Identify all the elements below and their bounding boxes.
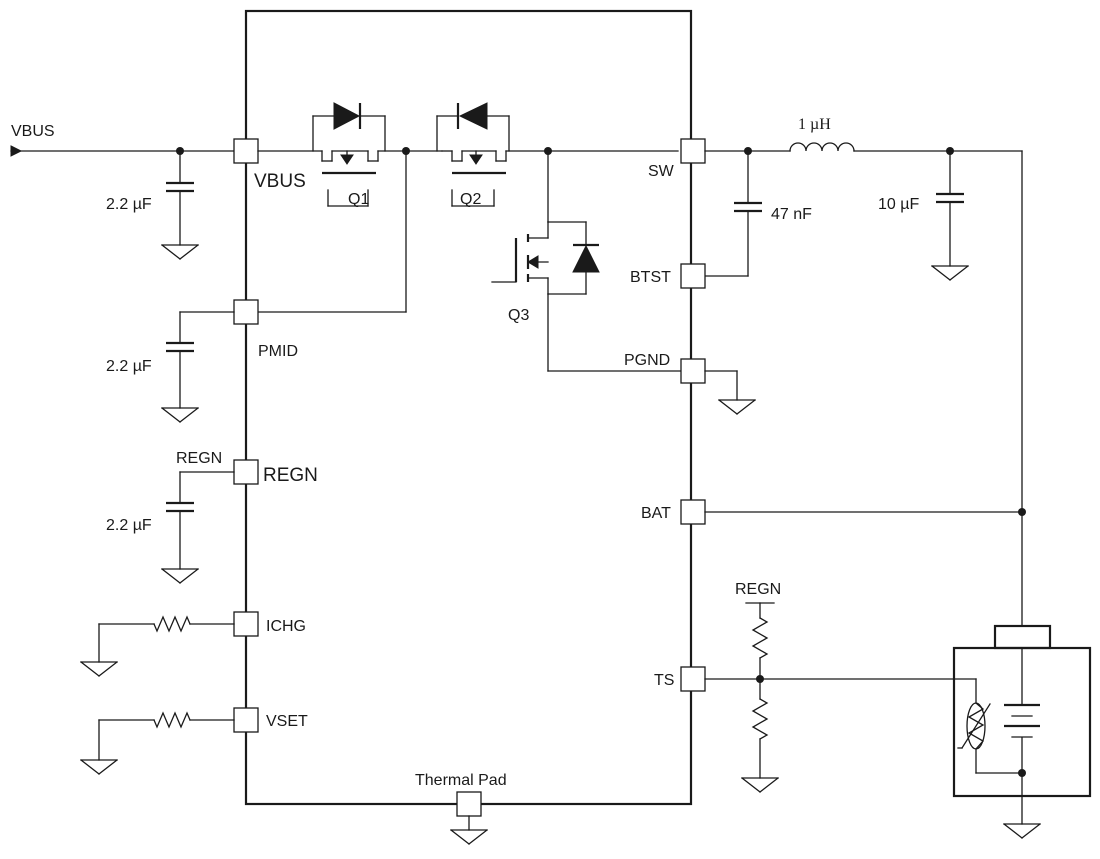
q2-label: Q2 bbox=[460, 191, 481, 208]
zigzag-resistor-icon bbox=[751, 617, 769, 659]
ground-icon bbox=[450, 829, 488, 845]
cap-regn-label: 2.2 µF bbox=[106, 517, 152, 534]
capacitor-icon bbox=[164, 181, 196, 193]
cap-btst-label: 47 nF bbox=[771, 206, 812, 223]
resistor-vset bbox=[80, 711, 235, 775]
ts-divider: REGN bbox=[735, 581, 781, 793]
pin-vset-label: VSET bbox=[266, 713, 308, 730]
pin-bat-label: BAT bbox=[641, 505, 671, 522]
ground-icon bbox=[161, 407, 199, 423]
pin-vbus bbox=[233, 138, 259, 164]
ts-regn-label: REGN bbox=[735, 581, 781, 598]
pin-bat bbox=[680, 499, 706, 525]
capacitor-vbus: 2.2 µF bbox=[106, 150, 199, 260]
pin-ichg bbox=[233, 611, 259, 637]
inductor: 1 µH bbox=[789, 116, 855, 152]
zigzag-resistor-icon bbox=[153, 615, 191, 633]
capacitor-pmid: 2.2 µF bbox=[106, 311, 235, 423]
thermistor-icon bbox=[957, 702, 991, 750]
ground-icon bbox=[741, 777, 779, 793]
diode-icon bbox=[458, 102, 488, 130]
ground-icon bbox=[931, 265, 969, 281]
zigzag-resistor-icon bbox=[751, 698, 769, 740]
pin-pgnd-label: PGND bbox=[624, 352, 670, 369]
ground-icon bbox=[1003, 823, 1041, 839]
pin-btst bbox=[680, 263, 706, 289]
pin-pgnd bbox=[680, 358, 706, 384]
junction-dot bbox=[756, 675, 764, 683]
battery-icon bbox=[1004, 703, 1040, 738]
q1-label: Q1 bbox=[348, 191, 369, 208]
cap-out-label: 10 µF bbox=[878, 196, 919, 213]
inductor-label: 1 µH bbox=[798, 116, 831, 133]
ground-icon bbox=[80, 661, 118, 677]
pin-pmid-label: PMID bbox=[258, 343, 298, 360]
ground-icon bbox=[718, 399, 756, 415]
capacitor-icon bbox=[164, 501, 196, 513]
thermal-pad-label: Thermal Pad bbox=[415, 772, 507, 789]
ground-icon bbox=[161, 244, 199, 260]
pin-pmid bbox=[233, 299, 259, 325]
capacitor-btst: 47 nF bbox=[704, 150, 812, 277]
ground-icon bbox=[161, 568, 199, 584]
junction-dot bbox=[1018, 508, 1026, 516]
pin-thermal-pad bbox=[456, 791, 482, 817]
diode-icon bbox=[572, 244, 600, 273]
cap-pmid-label: 2.2 µF bbox=[106, 358, 152, 375]
vbus-input-label: VBUS bbox=[11, 123, 55, 140]
zigzag-resistor-icon bbox=[153, 711, 191, 729]
battery-pack bbox=[952, 624, 1092, 839]
capacitor-icon bbox=[934, 192, 966, 204]
capacitor-icon bbox=[732, 201, 764, 213]
pin-sw-label: SW bbox=[648, 163, 675, 180]
inductor-icon bbox=[789, 142, 855, 152]
pin-sw bbox=[680, 138, 706, 164]
pin-ts bbox=[680, 666, 706, 692]
pin-vset bbox=[233, 707, 259, 733]
pin-ichg-label: ICHG bbox=[266, 618, 306, 635]
pin-regn bbox=[233, 459, 259, 485]
capacitor-icon bbox=[164, 341, 196, 353]
resistor-ichg bbox=[80, 615, 235, 677]
pin-vbus-label: VBUS bbox=[254, 171, 306, 192]
capacitor-regn: 2.2 µF bbox=[106, 471, 235, 584]
mosfet-q3: Q3 bbox=[491, 150, 682, 372]
pin-ts-label: TS bbox=[654, 672, 674, 689]
mosfet-q1: Q1 bbox=[312, 102, 407, 208]
ground-icon bbox=[80, 759, 118, 775]
cap-vbus-label: 2.2 µF bbox=[106, 196, 152, 213]
diode-icon bbox=[333, 102, 361, 130]
pin-regn-label: REGN bbox=[263, 465, 318, 486]
capacitor-output: 10 µF bbox=[878, 150, 969, 281]
vbus-input: VBUS bbox=[10, 123, 235, 157]
regn-net-label: REGN bbox=[176, 450, 222, 467]
pin-btst-label: BTST bbox=[630, 269, 671, 286]
q3-label: Q3 bbox=[508, 307, 529, 324]
mosfet-q2: Q2 bbox=[436, 102, 510, 208]
